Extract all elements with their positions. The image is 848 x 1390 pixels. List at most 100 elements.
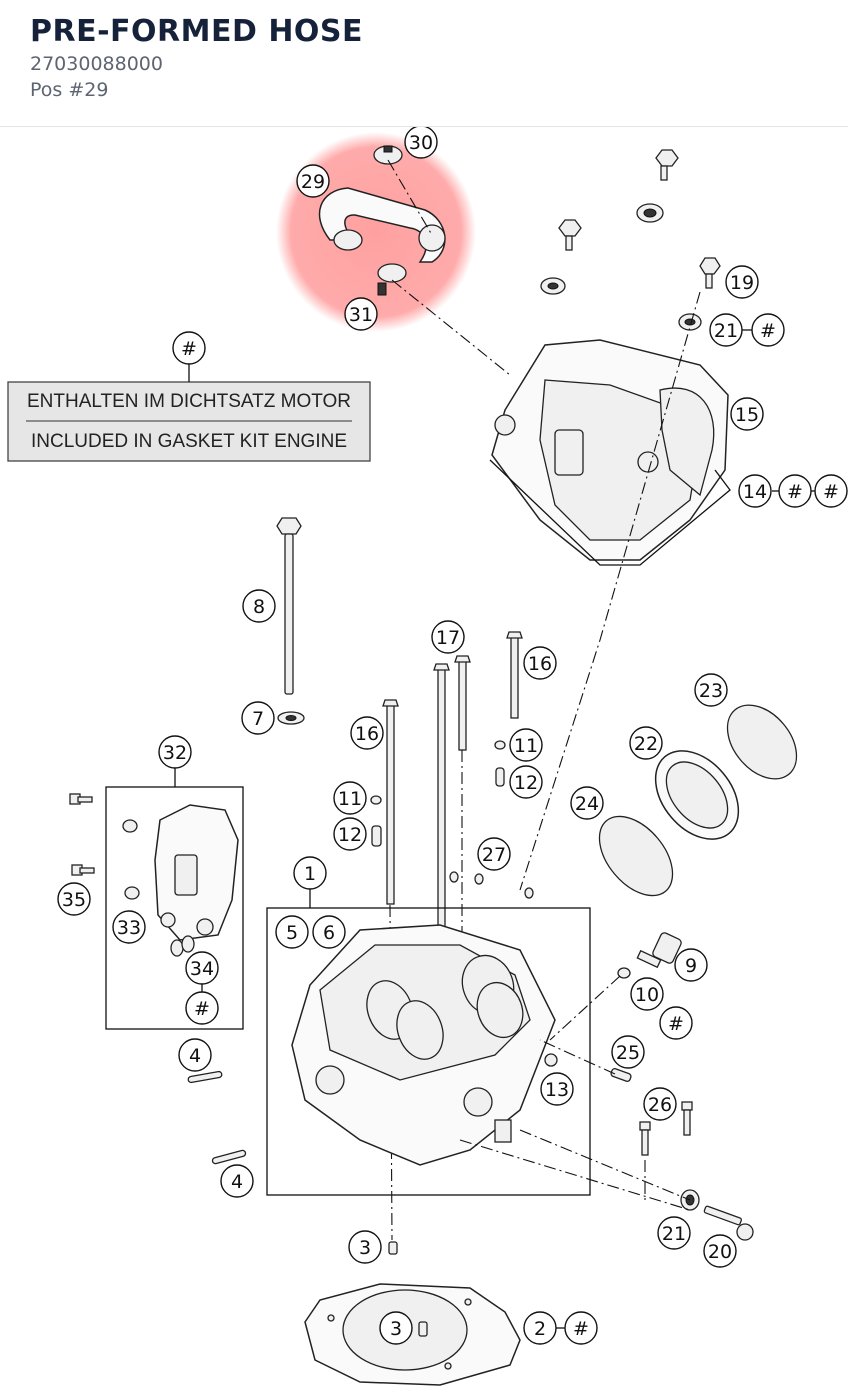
cover-washer-mid[interactable] xyxy=(540,277,566,295)
cover-bolt-mid[interactable] xyxy=(558,219,582,251)
note-line-german: ENTHALTEN IM DICHTSATZ MOTOR xyxy=(27,391,351,412)
callout-4-lower[interactable]: 4 xyxy=(220,1164,254,1198)
cover-washer-top[interactable] xyxy=(636,203,664,223)
callout-5[interactable]: 5 xyxy=(275,915,309,949)
dowel-4-upper-part[interactable] xyxy=(187,1070,223,1084)
temp-sensor-9-part[interactable] xyxy=(636,932,682,969)
stud-16-left-part[interactable] xyxy=(382,699,399,905)
callout-10-hash[interactable]: # xyxy=(659,1006,693,1040)
svg-text:11: 11 xyxy=(514,735,538,757)
intake-clamp-23-part[interactable] xyxy=(714,692,811,792)
washer-33-part[interactable] xyxy=(124,886,140,900)
callout-8[interactable]: 8 xyxy=(242,589,276,623)
callout-26[interactable]: 26 xyxy=(643,1087,677,1121)
callout-3-gasket[interactable]: 3 xyxy=(379,1311,413,1345)
callout-2[interactable]: 2 xyxy=(523,1311,557,1345)
svg-text:21: 21 xyxy=(714,320,738,342)
callout-11-right[interactable]: 11 xyxy=(509,728,543,762)
callout-6[interactable]: 6 xyxy=(312,915,346,949)
nut-11-left-part[interactable] xyxy=(370,795,382,805)
screw-26-b-part[interactable] xyxy=(639,1121,651,1156)
svg-text:30: 30 xyxy=(409,132,433,154)
stud-17-b-part[interactable] xyxy=(454,655,471,751)
intake-clamp-24-part[interactable] xyxy=(585,803,687,909)
intake-flange-22-part[interactable] xyxy=(639,735,755,855)
callout-29[interactable]: 29 xyxy=(296,164,330,198)
callout-24[interactable]: 24 xyxy=(570,786,604,820)
nut-13-part[interactable] xyxy=(544,1053,558,1067)
stud-bolt-8-part[interactable] xyxy=(276,517,302,695)
callout-22[interactable]: 22 xyxy=(629,726,663,760)
callout-16-left[interactable]: 16 xyxy=(350,716,384,750)
callout-7[interactable]: 7 xyxy=(241,701,275,735)
banjo-25-part[interactable] xyxy=(610,1068,632,1082)
callout-30[interactable]: 30 xyxy=(404,127,438,159)
callout-1[interactable]: 1 xyxy=(293,856,327,890)
callout-32[interactable]: 32 xyxy=(158,735,192,769)
washer-7-part[interactable] xyxy=(277,711,305,725)
callout-9[interactable]: 9 xyxy=(674,948,708,982)
stud-17-a-part[interactable] xyxy=(433,663,450,961)
selected-part-highlight[interactable] xyxy=(276,132,476,332)
svg-text:13: 13 xyxy=(545,1079,569,1101)
part-header: PRE-FORMED HOSE 27030088000 Pos #29 xyxy=(0,0,848,127)
callout-21-top-hash[interactable]: # xyxy=(751,313,785,347)
callout-21-top[interactable]: 21 xyxy=(709,313,743,347)
callout-15[interactable]: 15 xyxy=(730,397,764,431)
svg-text:7: 7 xyxy=(252,708,264,730)
svg-text:8: 8 xyxy=(253,596,265,618)
dowel-12-right-part[interactable] xyxy=(495,767,505,787)
pre-formed-hose-part[interactable] xyxy=(318,187,446,263)
dowel-12-left-part[interactable] xyxy=(371,825,382,847)
dowel-3-gasket-part[interactable] xyxy=(418,1321,428,1337)
callout-12-left[interactable]: 12 xyxy=(333,817,367,851)
stud-16-right-part[interactable] xyxy=(506,631,523,719)
callout-23[interactable]: 23 xyxy=(694,673,728,707)
callout-note-hash[interactable]: # xyxy=(172,331,206,365)
callout-12-right[interactable]: 12 xyxy=(509,765,543,799)
callout-21-lower[interactable]: 21 xyxy=(657,1216,691,1250)
callout-34[interactable]: 34 xyxy=(185,951,219,985)
callout-34-hash[interactable]: # xyxy=(185,991,219,1025)
callout-10[interactable]: 10 xyxy=(630,977,664,1011)
callout-14-hash-1[interactable]: # xyxy=(778,474,812,508)
callout-14-hash-2[interactable]: # xyxy=(814,474,848,508)
callout-27[interactable]: 27 xyxy=(477,837,511,871)
oring-10-part[interactable] xyxy=(617,967,631,979)
callout-14[interactable]: 14 xyxy=(738,474,772,508)
screw-26-a-part[interactable] xyxy=(681,1101,693,1136)
callout-17[interactable]: 17 xyxy=(431,620,465,654)
hose-clamp-31[interactable] xyxy=(377,263,407,296)
bolt-35-lower-part[interactable] xyxy=(71,864,95,876)
washer-32-upper[interactable] xyxy=(122,819,138,833)
bolt-35-upper-part[interactable] xyxy=(69,793,93,805)
head-gasket-2-part[interactable] xyxy=(304,1283,521,1386)
nut-27-parts[interactable] xyxy=(449,871,534,899)
cam-chain-tensioner-32-part[interactable] xyxy=(154,804,239,941)
callout-11-left[interactable]: 11 xyxy=(333,781,367,815)
oring-34-part[interactable] xyxy=(170,935,195,957)
svg-text:15: 15 xyxy=(735,404,759,426)
callout-31[interactable]: 31 xyxy=(344,297,378,331)
callout-13[interactable]: 13 xyxy=(540,1072,574,1106)
callout-16-right[interactable]: 16 xyxy=(523,646,557,680)
callout-33[interactable]: 33 xyxy=(112,910,146,944)
callout-4-upper[interactable]: 4 xyxy=(178,1038,212,1072)
callout-2-hash[interactable]: # xyxy=(564,1311,598,1345)
cylinder-head-part[interactable] xyxy=(291,924,556,1166)
callout-19[interactable]: 19 xyxy=(725,265,759,299)
callout-20[interactable]: 20 xyxy=(703,1234,737,1268)
cover-bolt-top[interactable] xyxy=(655,149,679,181)
valve-cover-part[interactable] xyxy=(489,339,731,566)
callout-3-upper[interactable]: 3 xyxy=(348,1230,382,1264)
callout-25[interactable]: 25 xyxy=(611,1035,645,1069)
gasket-kit-note-box: ENTHALTEN IM DICHTSATZ MOTOR INCLUDED IN… xyxy=(7,381,371,462)
nut-11-right-part[interactable] xyxy=(494,740,506,750)
callout-35[interactable]: 35 xyxy=(57,882,91,916)
seal-washer-21-top[interactable] xyxy=(678,313,702,331)
bolt-20-part[interactable] xyxy=(703,1205,754,1241)
hose-clamp-30[interactable] xyxy=(373,145,403,165)
cover-bolt-19[interactable] xyxy=(699,257,721,289)
dowel-4-lower-part[interactable] xyxy=(211,1149,247,1165)
dowel-3-part[interactable] xyxy=(388,1241,398,1255)
